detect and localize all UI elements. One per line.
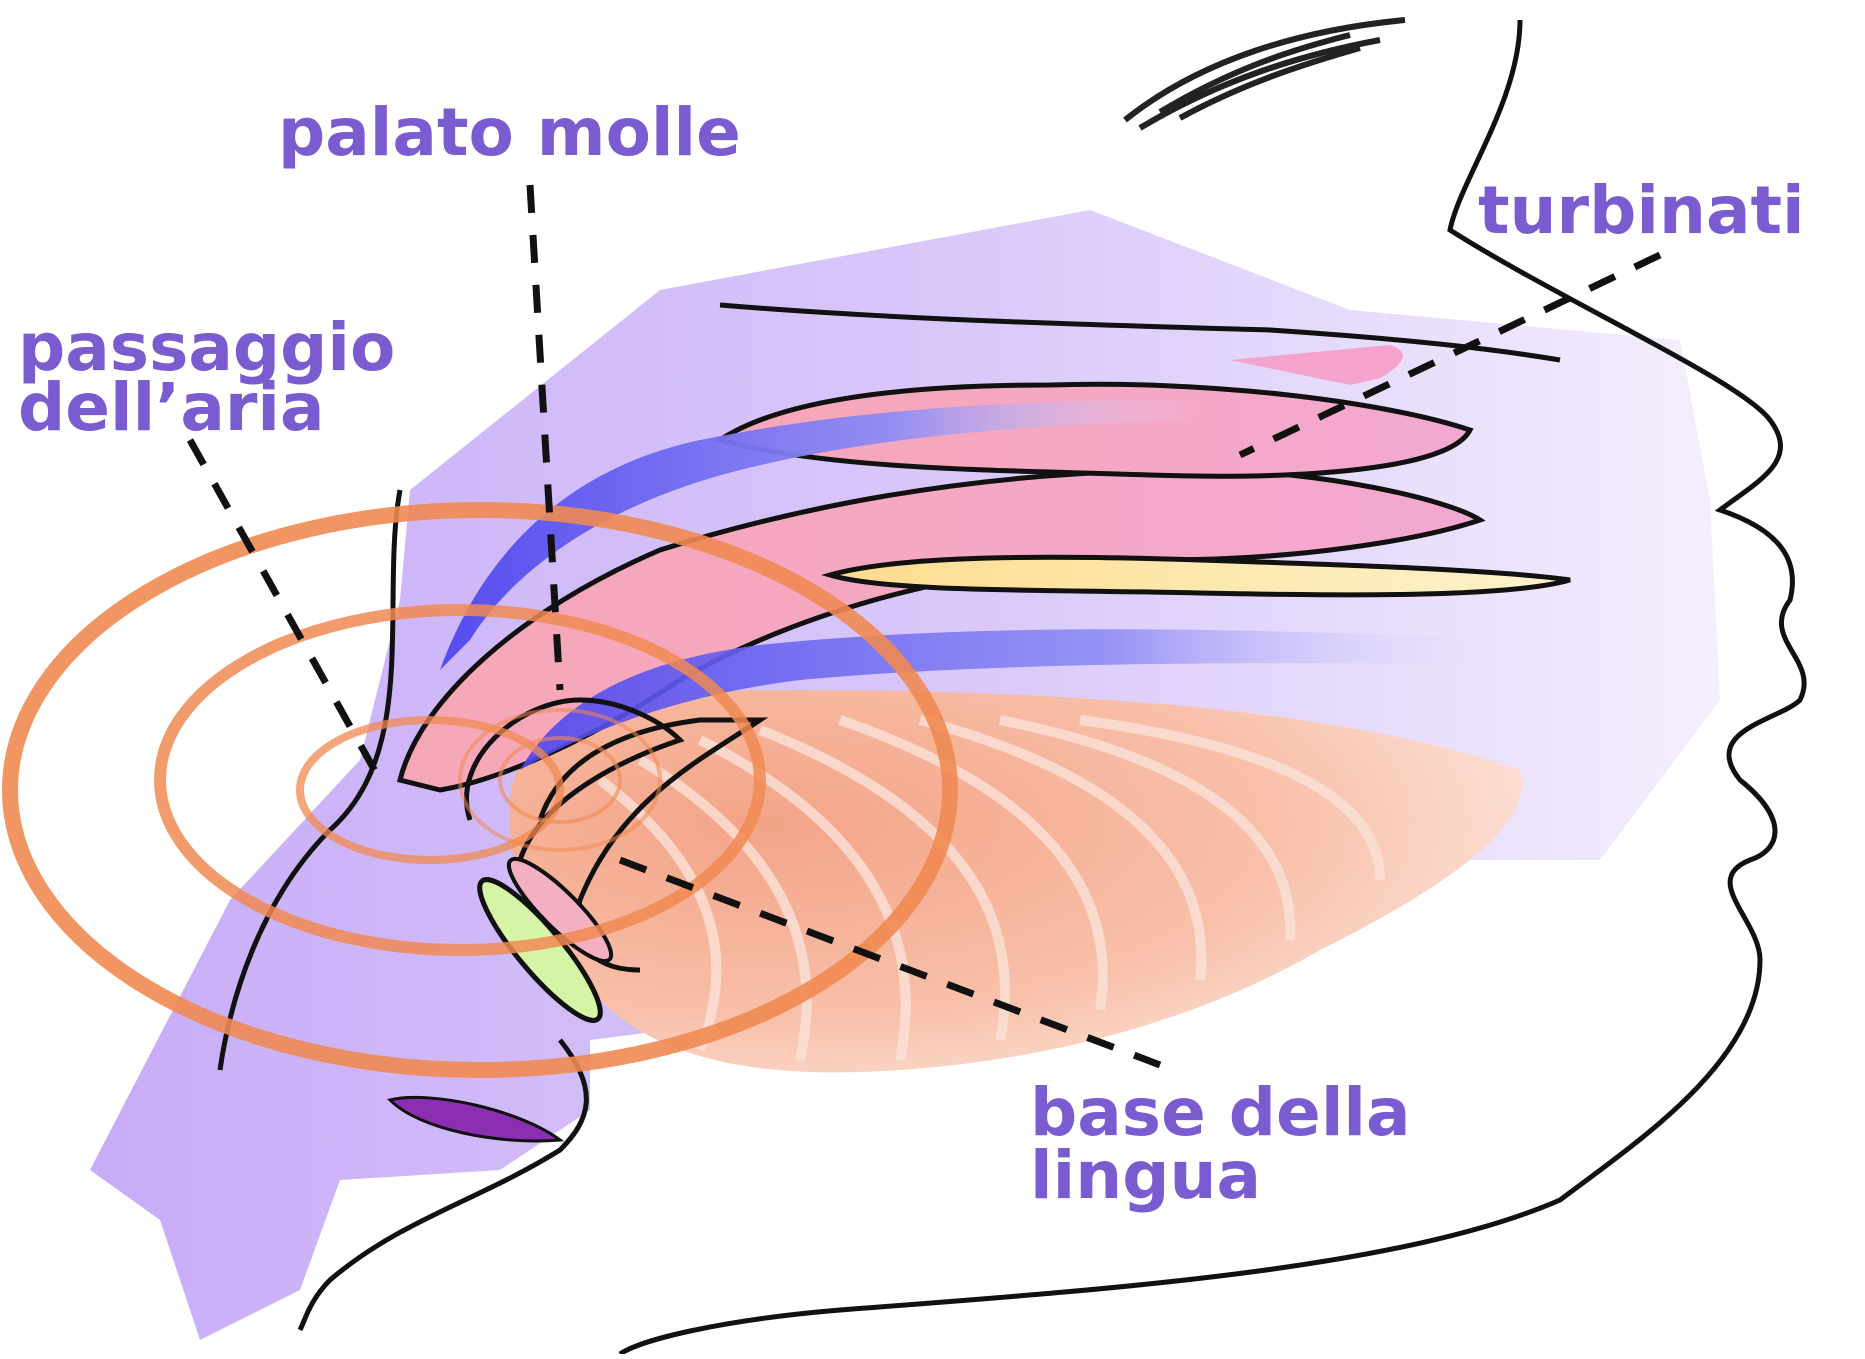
label-airway-line2: dell’aria	[18, 369, 325, 446]
label-turbinates: turbinati	[1478, 172, 1805, 249]
label-soft-palate: palato molle	[278, 94, 741, 171]
leader-line-airway	[190, 440, 380, 780]
eyelashes-icon	[1125, 20, 1405, 128]
label-tongue-base-line2: lingua	[1030, 1137, 1261, 1214]
